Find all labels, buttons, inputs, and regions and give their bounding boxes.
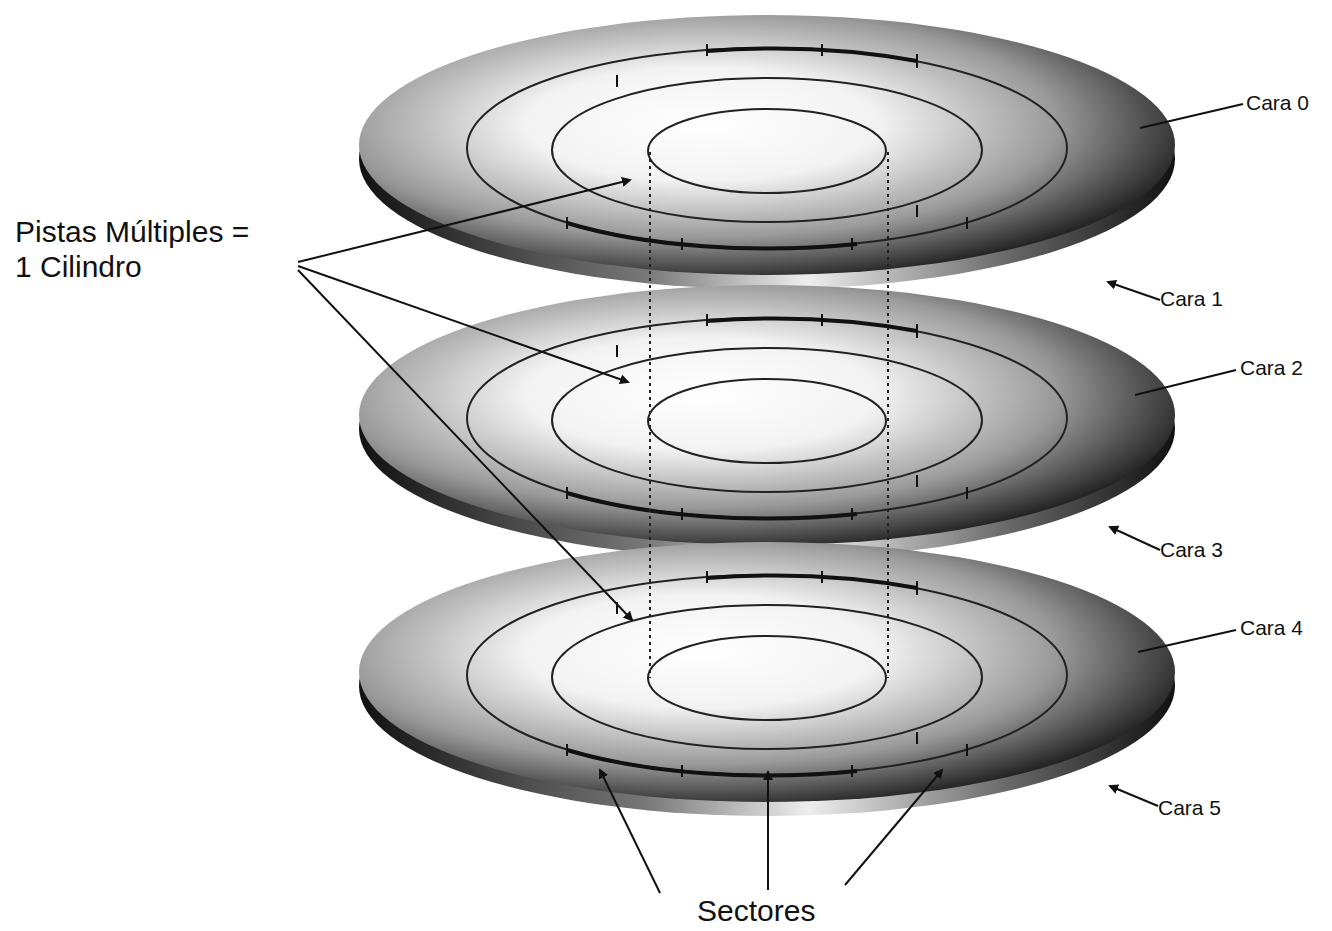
platter <box>359 15 1175 289</box>
face-label: Cara 2 <box>1240 356 1303 380</box>
cylinder-guide <box>650 152 888 678</box>
face-label: Cara 4 <box>1240 616 1303 640</box>
face-label: Cara 1 <box>1160 287 1223 311</box>
face-label: Cara 0 <box>1246 91 1309 115</box>
face-label: Cara 5 <box>1158 796 1221 820</box>
cylinder-label: Pistas Múltiples = 1 Cilindro <box>15 215 265 284</box>
leader-lines <box>298 104 1243 893</box>
sectors-label: Sectores <box>697 894 815 929</box>
platter <box>359 285 1175 559</box>
face-label: Cara 3 <box>1160 538 1223 562</box>
